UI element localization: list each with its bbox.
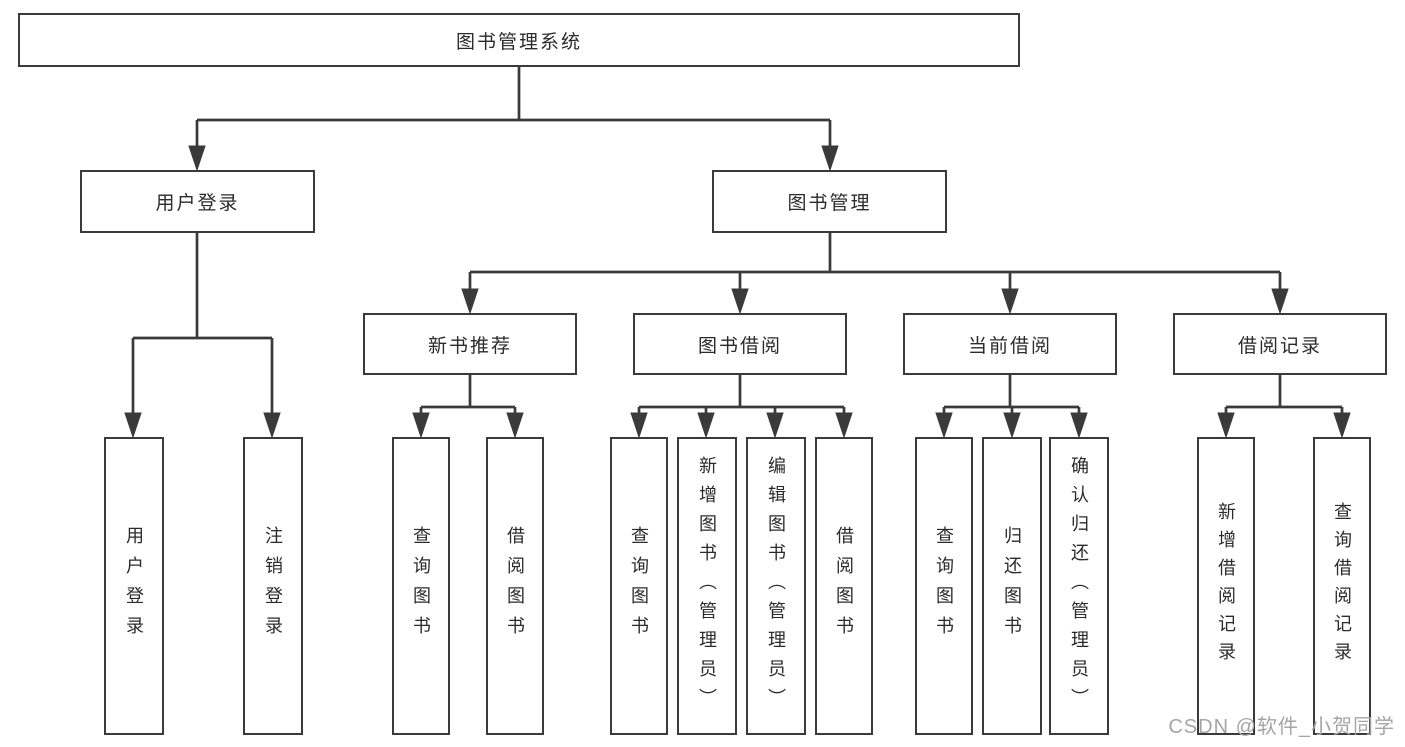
leaf-return-books: 归还图书 (982, 437, 1042, 735)
leaf-user-login: 用户登录 (104, 437, 164, 735)
node-library-management-system: 图书管理系统 (18, 13, 1020, 67)
leaf-query-borrow-record: 查询借阅记录 (1313, 437, 1371, 735)
leaf-confirm-return-admin: 确认归还（管理员） (1049, 437, 1109, 735)
leaf-query-books: 查询图书 (610, 437, 668, 735)
node-new-book-recommendation: 新书推荐 (363, 313, 577, 375)
node-current-borrowing: 当前借阅 (903, 313, 1117, 375)
node-user-login: 用户登录 (80, 170, 315, 233)
leaf-logout: 注销登录 (243, 437, 303, 735)
leaf-add-books-admin: 新增图书（管理员） (677, 437, 737, 735)
leaf-query-books: 查询图书 (915, 437, 973, 735)
leaf-add-borrow-record: 新增借阅记录 (1197, 437, 1255, 735)
leaf-query-books: 查询图书 (392, 437, 450, 735)
leaf-borrow-books: 借阅图书 (815, 437, 873, 735)
leaf-borrow-books: 借阅图书 (486, 437, 544, 735)
node-book-borrowing: 图书借阅 (633, 313, 847, 375)
node-book-management: 图书管理 (712, 170, 947, 233)
node-borrowing-records: 借阅记录 (1173, 313, 1387, 375)
leaf-edit-books-admin: 编辑图书（管理员） (746, 437, 806, 735)
